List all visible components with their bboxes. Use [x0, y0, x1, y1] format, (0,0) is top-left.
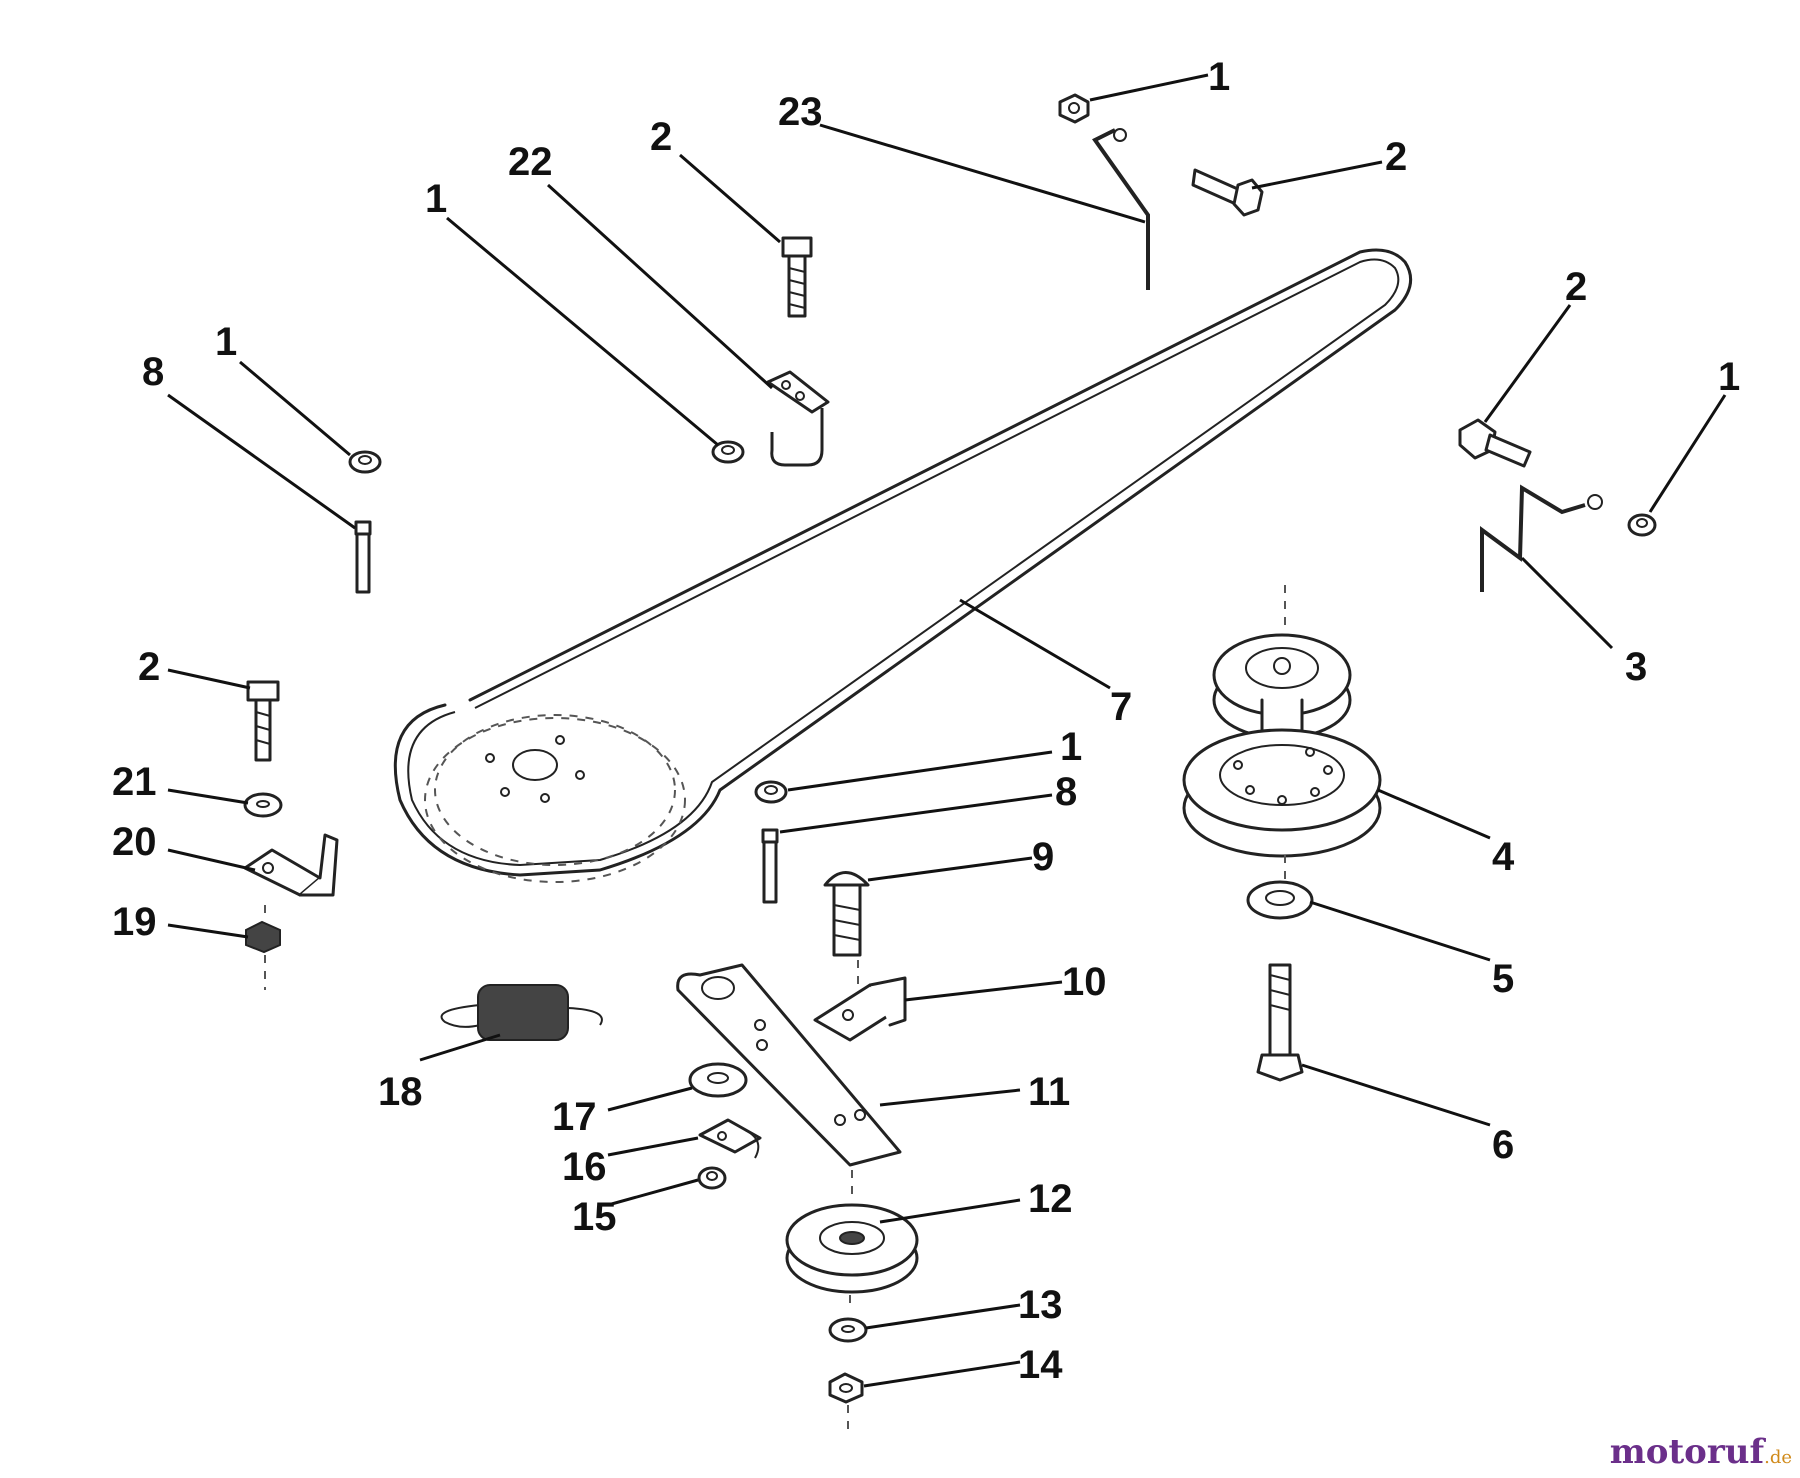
spacer-washer [688, 1062, 748, 1098]
callout-20: 20 [112, 820, 157, 864]
callout-15: 15 [572, 1195, 617, 1239]
stud-pin [354, 520, 372, 594]
hex-nut [828, 1372, 864, 1430]
bent-rod [1480, 484, 1603, 592]
hex-nut [754, 780, 788, 804]
lock-washer [1246, 880, 1314, 920]
callout-22: 22 [508, 140, 553, 184]
callout-8: 8 [142, 350, 164, 394]
callout-1: 1 [1718, 355, 1740, 399]
hex-bolt [781, 236, 813, 318]
callout-1: 1 [425, 177, 447, 221]
hex-bolt [246, 680, 280, 762]
callout-1: 1 [215, 320, 237, 364]
double-pulley [1182, 585, 1382, 880]
lock-nut [245, 905, 281, 990]
hex-nut [1058, 93, 1090, 124]
long-bolt [1256, 963, 1304, 1082]
bent-rod [1092, 128, 1150, 290]
callout-16: 16 [562, 1145, 607, 1189]
callout-5: 5 [1492, 957, 1514, 1001]
callout-9: 9 [1032, 835, 1054, 879]
watermark-name: motoruf [1609, 1432, 1765, 1472]
callout-2: 2 [1565, 265, 1587, 309]
extension-spring [440, 984, 603, 1041]
callout-4: 4 [1492, 835, 1515, 879]
idler-arm [676, 963, 902, 1167]
callout-8: 8 [1055, 770, 1077, 814]
hook-bracket [766, 370, 830, 467]
callout-14: 14 [1018, 1343, 1063, 1387]
leader-lines [167, 73, 1727, 1388]
callout-23: 23 [778, 90, 823, 134]
callout-13: 13 [1018, 1283, 1063, 1327]
hex-nut [1627, 513, 1657, 537]
idler-pulley [785, 1170, 919, 1294]
callout-12: 12 [1028, 1177, 1073, 1221]
callout-2: 2 [650, 115, 672, 159]
watermark-logo: motoruf.de [1610, 1432, 1792, 1472]
belt-pulley [424, 714, 686, 883]
angle-bracket [813, 960, 907, 1042]
callout-17: 17 [552, 1095, 597, 1139]
flat-washer [243, 792, 283, 818]
hex-bolt [1191, 168, 1264, 217]
callout-2: 2 [138, 645, 160, 689]
callout-7: 7 [1110, 685, 1132, 729]
callout-11: 11 [1028, 1070, 1070, 1114]
small-bracket [698, 1118, 762, 1159]
angle-bracket [243, 833, 339, 897]
callout-19: 19 [112, 900, 157, 944]
hex-bolt [1458, 418, 1532, 468]
hex-nut [697, 1166, 727, 1190]
callout-21: 21 [112, 760, 157, 804]
hex-nut [711, 440, 745, 464]
callout-1: 1 [1060, 725, 1082, 769]
callout-6: 6 [1492, 1123, 1514, 1167]
callout-10: 10 [1062, 960, 1107, 1004]
flat-washer [828, 1295, 868, 1343]
stud-pin [761, 828, 779, 904]
drive-belt [393, 248, 1413, 877]
hex-nut [348, 450, 382, 474]
callout-2: 2 [1385, 135, 1407, 179]
callout-18: 18 [378, 1070, 423, 1114]
watermark-tld: .de [1764, 1447, 1792, 1468]
callout-3: 3 [1625, 645, 1647, 689]
carriage-bolt [823, 871, 870, 957]
callout-numbers: 1 23 2 2 22 1 2 1 1 8 3 7 2 21 20 19 1 8… [112, 55, 1740, 1387]
callout-1: 1 [1208, 55, 1230, 99]
